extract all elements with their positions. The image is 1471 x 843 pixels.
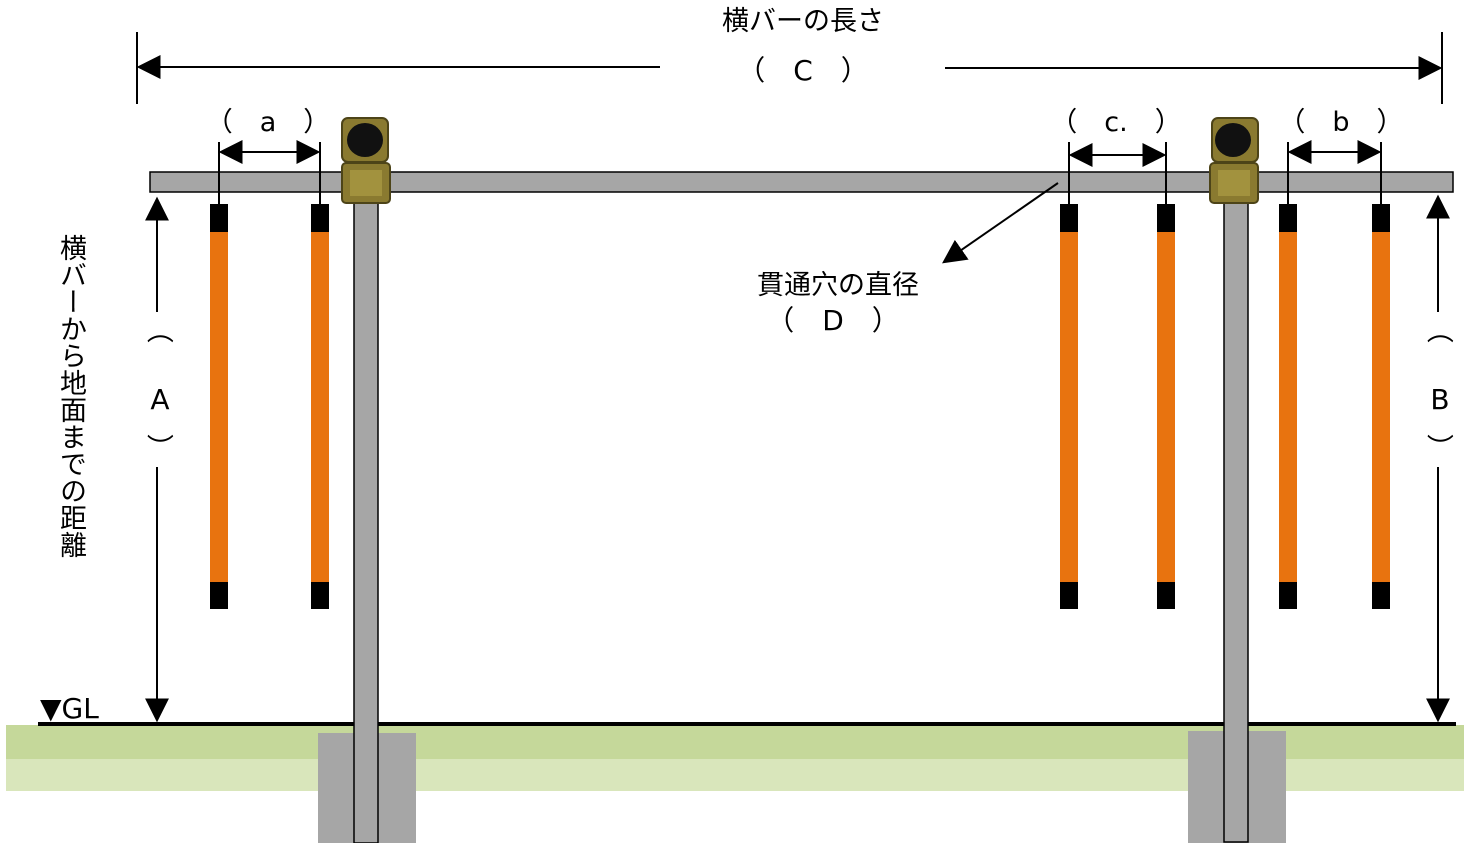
dimension-a-height-label: A	[150, 383, 169, 416]
hanging-pipe	[1157, 204, 1175, 609]
dimension-a-open-paren: （	[143, 317, 174, 344]
dimension-c-label: （ C ）	[737, 54, 869, 87]
post-left	[353, 189, 379, 843]
dimension-b-label: （ b ）	[1278, 107, 1403, 138]
dimension-b-close-paren: ）	[1423, 434, 1454, 461]
hanging-pipe	[1372, 204, 1390, 609]
post-right	[1223, 189, 1249, 843]
dimension-d-label: （ D ）	[766, 304, 900, 337]
hanging-pipe	[311, 204, 329, 609]
horizontal-bar	[149, 171, 1454, 193]
clamp-icon	[341, 117, 391, 204]
dimension-a-label: （ a ）	[206, 107, 331, 138]
hanging-pipe	[1279, 204, 1297, 609]
clamp-icon	[1209, 117, 1259, 204]
diameter-label: 貫通穴の直径	[757, 270, 919, 301]
bar-length-label: 横バーの長さ	[722, 6, 884, 37]
dimension-c-small-label: （ c. ）	[1050, 107, 1181, 138]
vertical-distance-label: 横バーから地面までの距離	[55, 234, 86, 558]
dimension-a-close-paren: ）	[143, 434, 174, 461]
hanging-pipe	[1060, 204, 1078, 609]
dimension-b-open-paren: （	[1423, 317, 1454, 344]
hanging-pipe	[210, 204, 228, 609]
diameter-leader-arrow	[942, 182, 1059, 264]
ground-level-label: ▼GL	[40, 692, 99, 725]
dimension-b-height-label: B	[1430, 383, 1449, 416]
